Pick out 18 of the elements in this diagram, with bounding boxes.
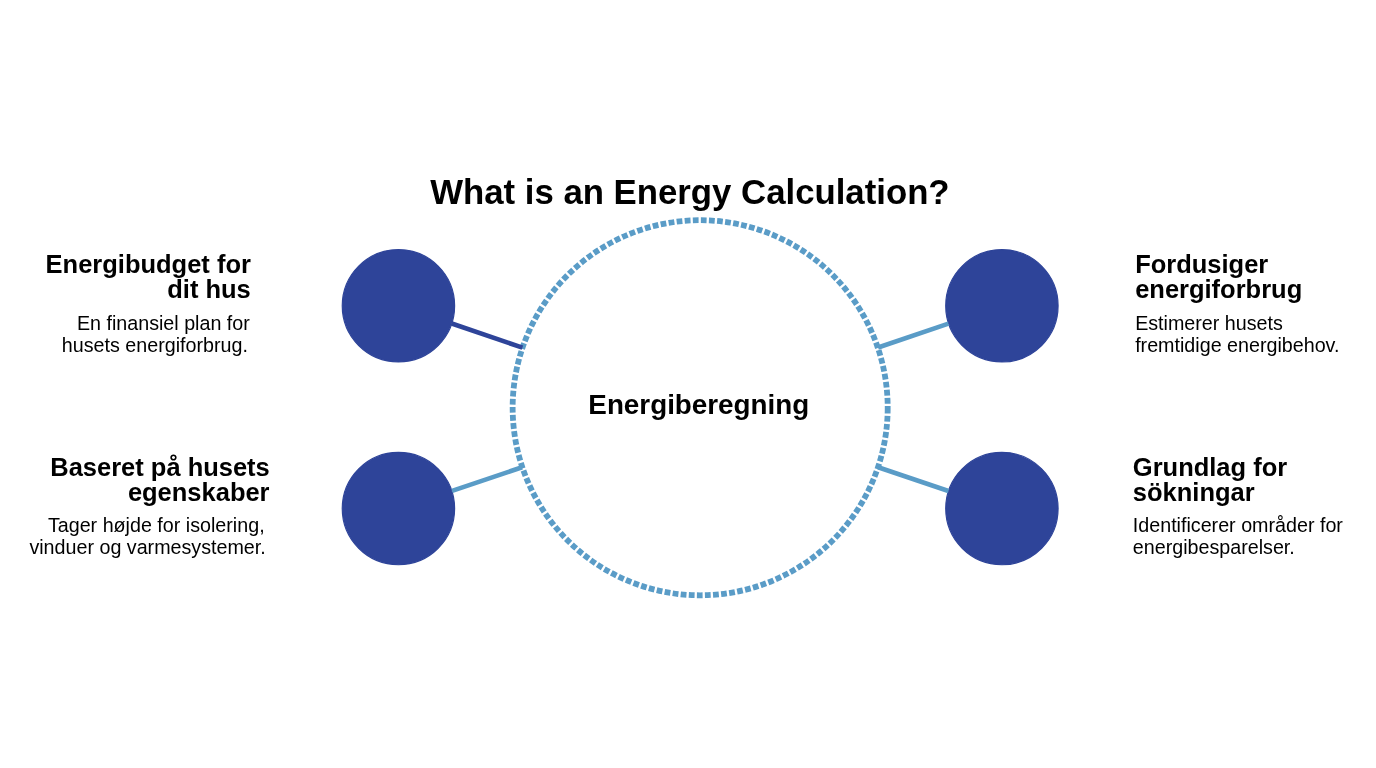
node-label: Grundlag for sökningar xyxy=(1132,452,1288,507)
node-circle xyxy=(341,249,456,363)
node-circle xyxy=(945,249,1059,363)
node-label: En finansiel plan for husets energiforbrug. xyxy=(61,311,250,356)
node-circle xyxy=(341,451,456,566)
node-label: Identificerer områder for energibesparelser. xyxy=(1132,514,1343,559)
node-circle xyxy=(945,451,1059,566)
node-label: Tager højde for isolering, vinduer og varmesystemer. xyxy=(29,514,266,559)
connector xyxy=(451,465,523,494)
connector xyxy=(451,321,524,350)
connector xyxy=(877,321,950,350)
node-label: Baseret på husets egenskaber xyxy=(50,452,270,507)
node-label: Energibudget for dit hus xyxy=(45,249,251,304)
node-label: Estimerer husets fremtidige energibehov. xyxy=(1135,311,1340,356)
diagram-title: What is an Energy Calculation? xyxy=(430,172,950,211)
node-label: Fordusiger energiforbrug xyxy=(1135,249,1303,304)
connector xyxy=(877,465,950,494)
node-circle: Energiberegning xyxy=(509,217,891,599)
